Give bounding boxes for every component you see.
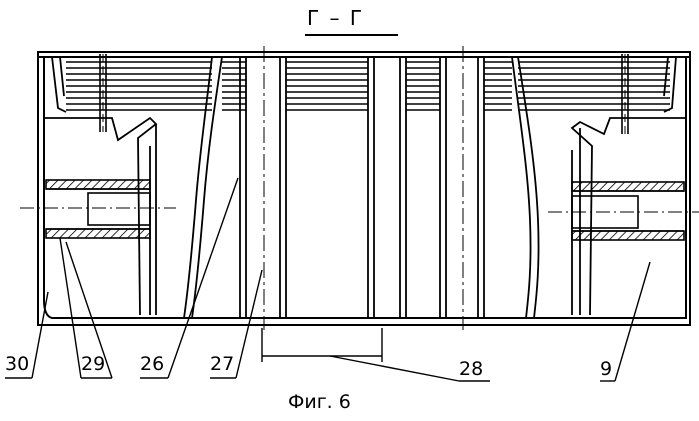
right-nozzle <box>548 182 699 240</box>
wavy-wall <box>184 57 539 318</box>
figure-caption: Фиг. 6 <box>288 393 351 412</box>
callout-26: 26 <box>140 355 164 374</box>
bolt <box>100 54 628 134</box>
dimension-line <box>262 328 382 362</box>
callout-30: 30 <box>5 355 29 374</box>
vertical-channels <box>240 46 484 330</box>
callout-9: 9 <box>600 360 612 379</box>
callout-27: 27 <box>210 355 234 374</box>
callout-28: 28 <box>459 360 483 379</box>
right-chamber <box>572 118 686 315</box>
left-chamber <box>44 118 156 315</box>
section-title: Г – Г <box>307 8 364 28</box>
callout-29: 29 <box>81 355 105 374</box>
